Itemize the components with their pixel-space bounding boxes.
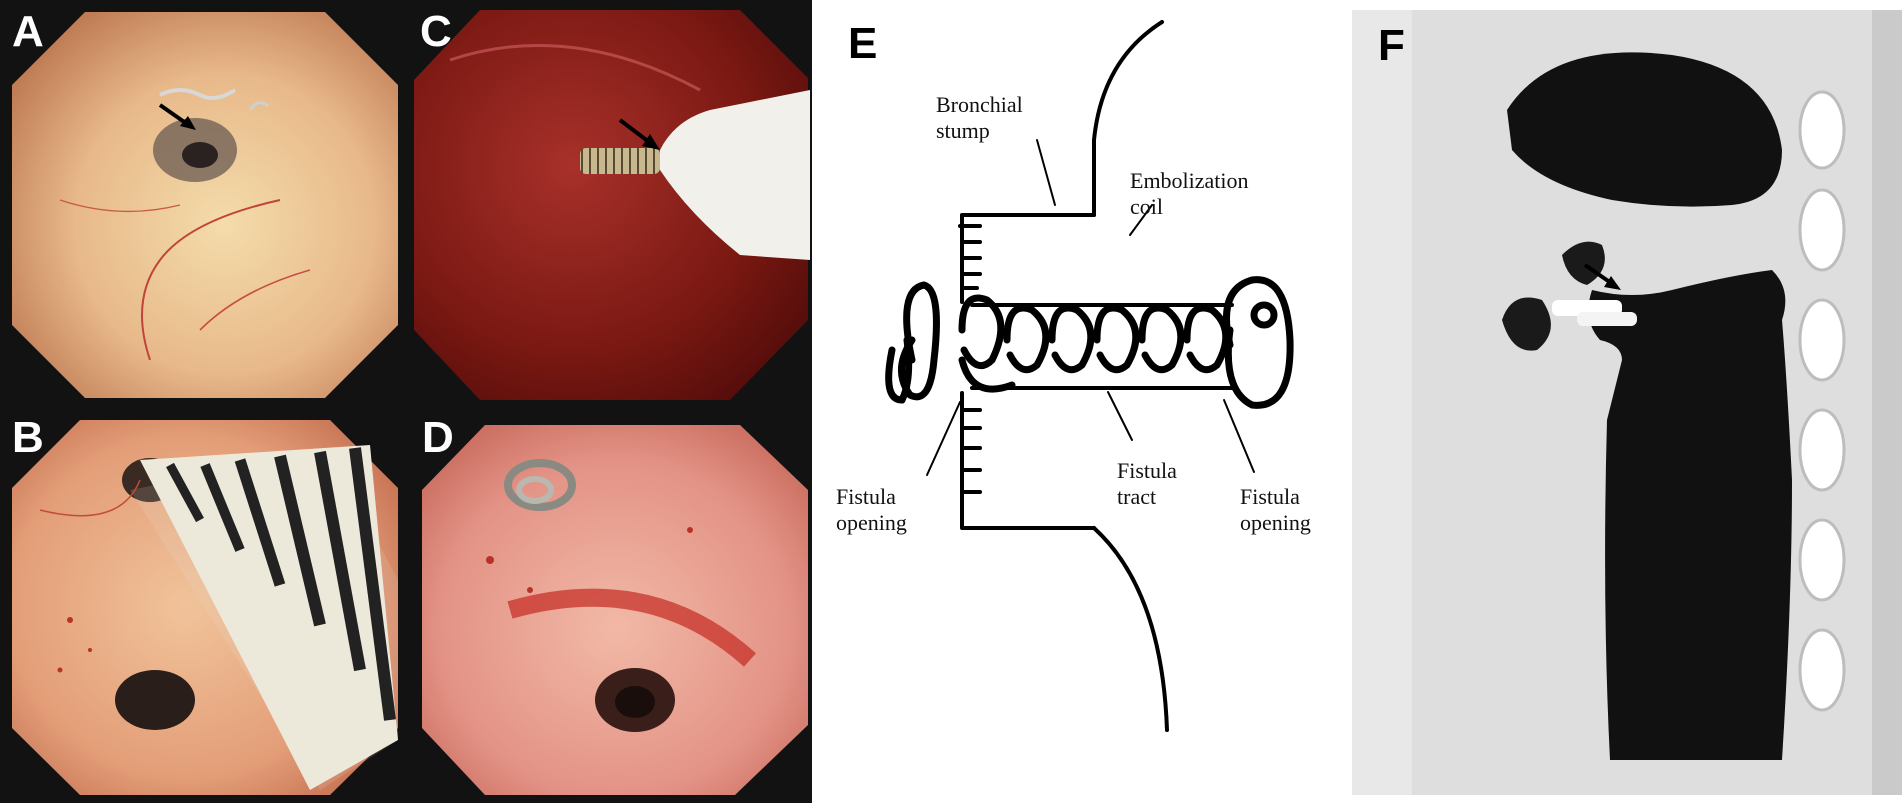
coil-ct <box>1552 300 1637 326</box>
bronchus-wall-top <box>1092 20 1164 217</box>
panel-label-c: C <box>420 7 452 56</box>
catheter-c <box>660 90 810 260</box>
panel-label-d: D <box>422 413 454 462</box>
leader-fistula-opening-left <box>926 401 961 476</box>
panel-label-f: F <box>1378 21 1405 70</box>
embolization-coil-c <box>580 148 660 174</box>
label-fistula-tract: Fistula tract <box>1117 458 1177 510</box>
endoscopy-image-a <box>0 0 410 410</box>
leader-fistula-tract <box>1107 391 1133 441</box>
leader-embolization-coil <box>1129 204 1153 236</box>
label-fistula-tract-line2: tract <box>1117 484 1157 509</box>
panel-e-diagram: E Bronchial stump Embolization coil Fist… <box>812 0 1352 803</box>
panel-d-endoscopy: D <box>410 410 812 803</box>
upper-airway <box>1507 52 1782 207</box>
stump-lower <box>960 391 1096 530</box>
panel-label-e: E <box>848 19 878 68</box>
label-bronchial-stump-line1: Bronchial <box>936 92 1023 117</box>
panel-label-a: A <box>12 7 44 56</box>
panel-f-ct-scan: F <box>1352 0 1902 803</box>
leader-fistula-opening-right <box>1223 399 1255 473</box>
label-bronchial-stump: Bronchial stump <box>936 92 1023 144</box>
label-embolization-coil: Embolization coil <box>1130 168 1249 220</box>
stump-upper <box>958 213 1096 304</box>
leader-bronchial-stump <box>1036 139 1056 206</box>
label-embolization-coil-line2: coil <box>1130 194 1163 219</box>
label-fistula-opening-right: Fistula opening <box>1240 484 1311 536</box>
endoscopy-image-d <box>410 410 812 803</box>
vertebral-column <box>1798 90 1846 712</box>
fistula-schematic <box>885 20 1294 732</box>
label-fistula-tract-line1: Fistula <box>1117 458 1177 483</box>
label-fistula-opening-left-line1: Fistula <box>836 484 896 509</box>
panel-b-endoscopy: B <box>0 410 410 803</box>
lower-airway <box>1588 270 1792 760</box>
label-fistula-opening-right-line2: opening <box>1240 510 1311 535</box>
balloon-catheter-b <box>140 445 398 790</box>
panel-c-endoscopy: C <box>410 0 812 410</box>
label-embolization-coil-line1: Embolization <box>1130 168 1249 193</box>
bronchus-wall-bottom <box>1092 526 1169 732</box>
label-bronchial-stump-line2: stump <box>936 118 990 143</box>
panel-label-b: B <box>12 413 44 462</box>
endoscopy-image-b <box>0 410 410 803</box>
label-fistula-opening-right-line1: Fistula <box>1240 484 1300 509</box>
endoscopy-image-c <box>410 0 812 410</box>
label-fistula-opening-left: Fistula opening <box>836 484 907 536</box>
coil-d <box>504 459 576 511</box>
panel-a-endoscopy: A <box>0 0 410 410</box>
label-fistula-opening-left-line2: opening <box>836 510 907 535</box>
embolization-coil-diagram <box>885 276 1294 409</box>
ct-image-f <box>1352 10 1902 795</box>
